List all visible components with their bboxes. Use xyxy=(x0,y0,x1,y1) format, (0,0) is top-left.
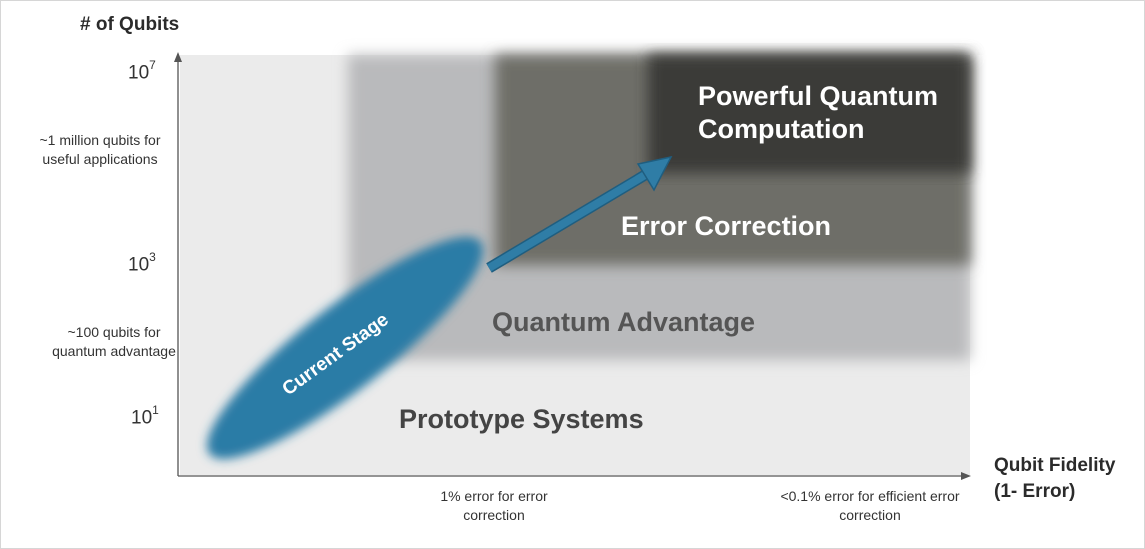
powerful-label-line1: Powerful Quantum xyxy=(698,81,938,111)
region-powerful-computation xyxy=(648,55,970,173)
y-tick-1e3: 103 xyxy=(128,250,156,276)
x-axis-line xyxy=(178,472,971,480)
progress-arrow xyxy=(486,155,673,273)
x-note-one-percent: 1% error for error correction xyxy=(440,488,548,523)
y-axis-line xyxy=(174,52,182,476)
x-note-point-one-percent: <0.1% error for efficient error correcti… xyxy=(780,488,960,523)
y-tick-1e1: 101 xyxy=(131,403,159,429)
y-note-hundred: ~100 qubits for quantum advantage xyxy=(52,324,176,359)
y-tick-1e7: 107 xyxy=(128,58,156,84)
x-axis-title-line1: Qubit Fidelity xyxy=(994,455,1116,476)
x-axis-title: Qubit Fidelity (1- Error) xyxy=(994,453,1115,505)
quantum-advantage-label: Quantum Advantage xyxy=(492,307,755,337)
error-correction-label: Error Correction xyxy=(621,211,831,241)
current-stage-blob xyxy=(207,237,483,459)
x-axis-title-line2: (1- Error) xyxy=(994,481,1076,502)
prototype-label: Prototype Systems xyxy=(399,404,644,434)
y-note-million: ~1 million qubits for useful application… xyxy=(39,132,161,167)
powerful-label-line2: Computation xyxy=(698,114,864,144)
y-axis-title: # of Qubits xyxy=(80,14,180,35)
